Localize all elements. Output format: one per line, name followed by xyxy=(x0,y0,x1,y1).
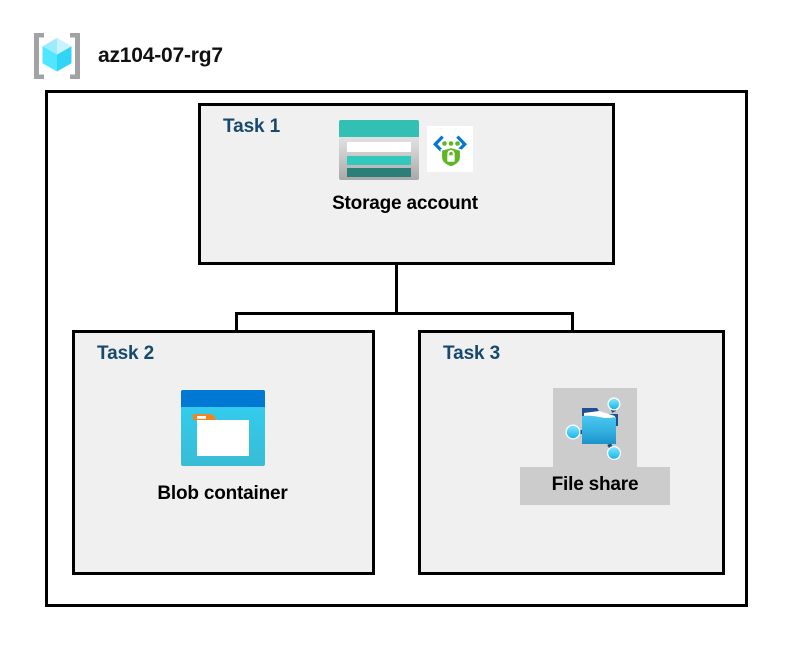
azure-resource-group-icon xyxy=(34,33,80,79)
connector-horizontal-bus xyxy=(235,312,574,315)
node-blob-container[interactable]: Blob container xyxy=(85,388,360,505)
node-file-share[interactable]: File share xyxy=(480,388,710,505)
blob-container-caption: Blob container xyxy=(157,483,288,504)
storage-account-icon xyxy=(339,120,419,180)
file-share-icon xyxy=(565,397,621,460)
storage-account-caption: Storage account xyxy=(332,193,478,214)
task-box-2[interactable]: Task 2 xyxy=(72,330,375,575)
file-share-caption-highlight: File share xyxy=(519,467,671,505)
file-share-icon-highlight xyxy=(553,388,637,468)
storage-icon-row xyxy=(337,118,473,184)
connector-storage-to-bus xyxy=(395,228,398,315)
node-storage-account[interactable]: Storage account xyxy=(280,118,530,215)
private-link-shield-icon xyxy=(427,126,473,172)
task-3-label: Task 3 xyxy=(443,343,501,364)
task-1-label: Task 1 xyxy=(223,116,281,137)
task-2-label: Task 2 xyxy=(97,343,155,364)
file-share-caption: File share xyxy=(551,474,639,495)
resource-group-header: az104-07-rg7 xyxy=(30,28,350,84)
blob-container-icon xyxy=(180,390,265,466)
resource-group-title: az104-07-rg7 xyxy=(98,44,223,67)
